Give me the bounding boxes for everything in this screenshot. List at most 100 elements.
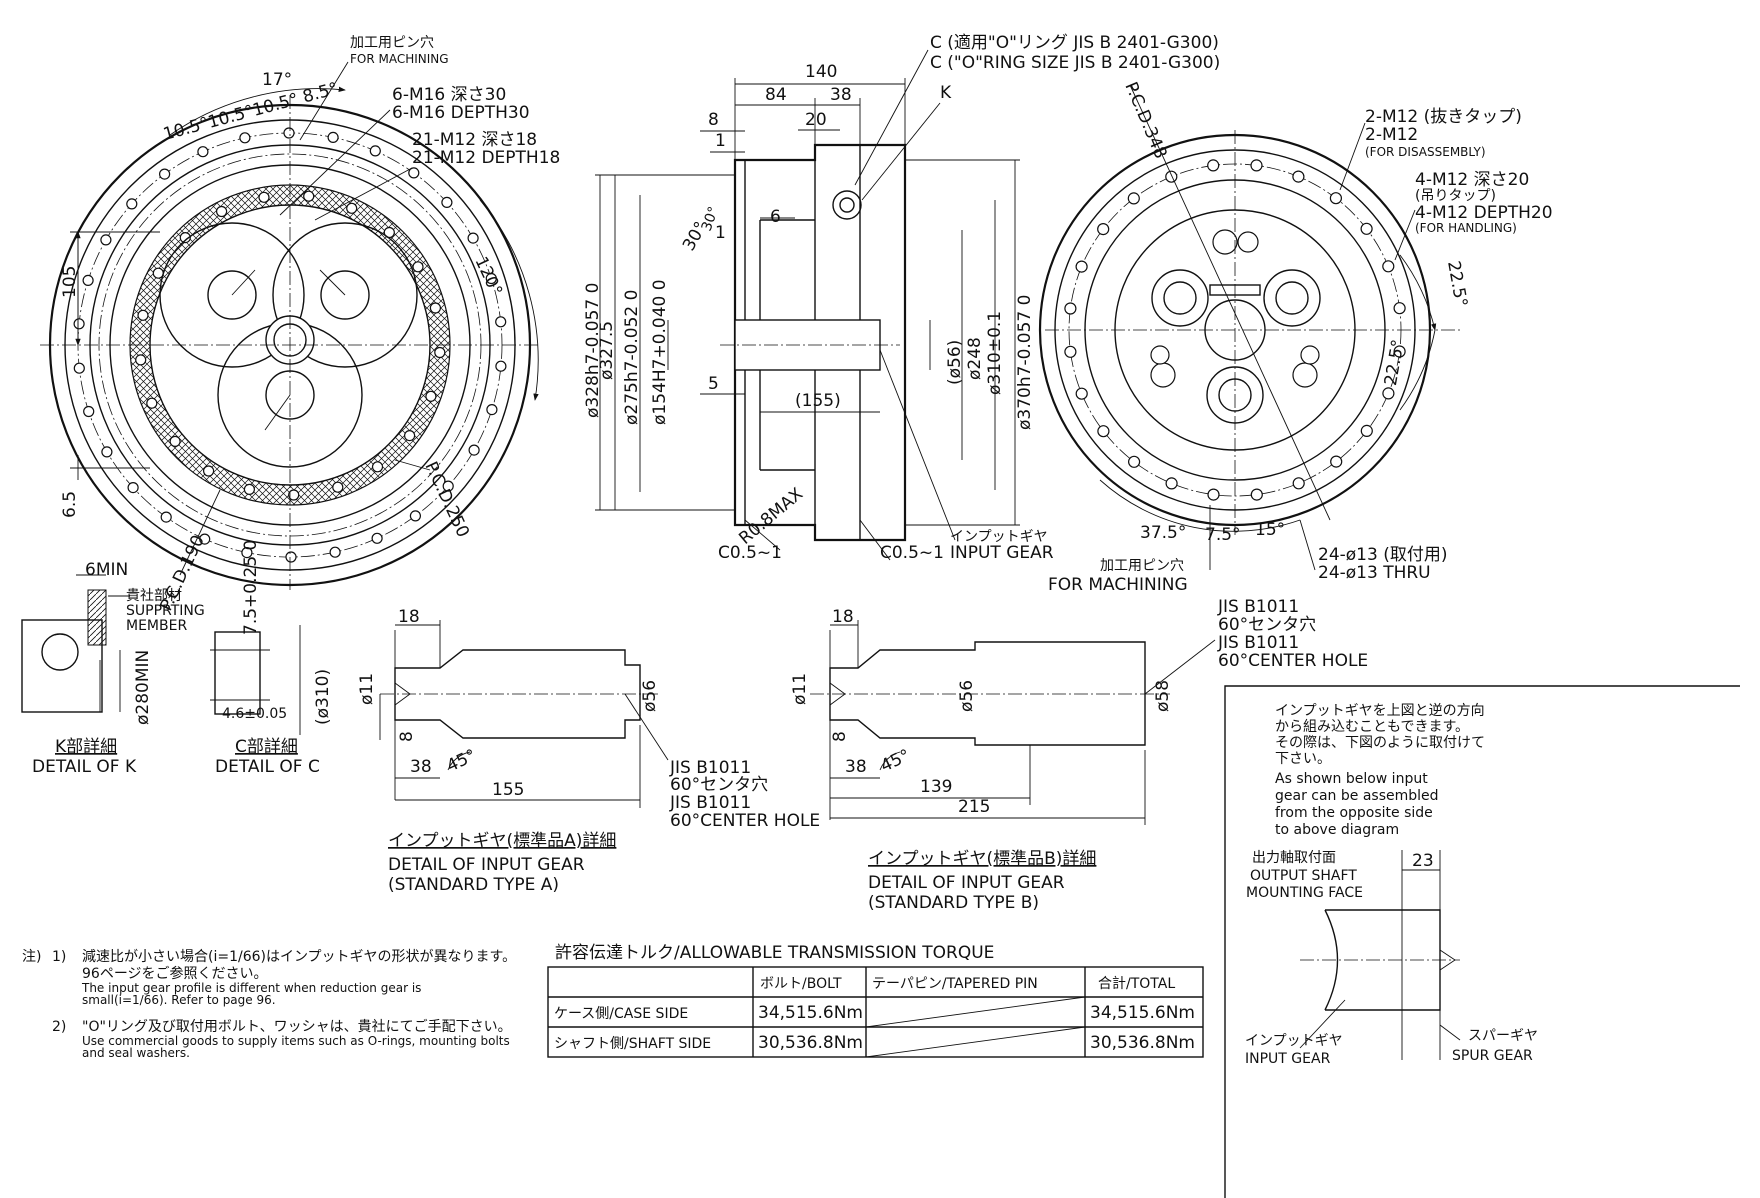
angle-15: 15° bbox=[1255, 520, 1285, 540]
bolt-hole bbox=[197, 146, 209, 158]
bolt-hole bbox=[1393, 345, 1406, 358]
gear-a-jis2-en: 60°CENTER HOLE bbox=[670, 811, 820, 831]
machining-jp: 加工用ピン穴 bbox=[1100, 558, 1184, 574]
bolt-hole bbox=[241, 546, 253, 559]
row-case-total: 34,515.6Nm bbox=[1090, 1003, 1195, 1023]
dim-155: (155) bbox=[795, 391, 841, 411]
gear-b-labels: 18 ø11 8 38 45° ø56 ø58 139 215 JIS B101… bbox=[790, 597, 1368, 913]
dim-7-5: 7.5+0.25 0 bbox=[241, 540, 261, 635]
member-en1: SUPPRTING bbox=[126, 603, 205, 619]
bolt-hole bbox=[82, 274, 94, 286]
m16-jp: 6-M16 深さ30 bbox=[392, 85, 506, 105]
dim-8: 8 bbox=[708, 110, 719, 130]
notes: 注) 1) 減速比が小さい場合(i=1/66)はインプットギヤの形状が異なります… bbox=[22, 948, 516, 1060]
gear-b-45: 45° bbox=[878, 746, 914, 777]
bolt-hole bbox=[135, 354, 147, 366]
gear-b-8: 8 bbox=[830, 731, 850, 742]
note2-jp: "O"リング及び取付用ボルト、ワッシャは、貴社にてご手配下さい。 bbox=[82, 1019, 512, 1035]
m12-hand-en: 4-M12 DEPTH20 bbox=[1415, 203, 1553, 223]
note1-jp2: 96ページをご参照ください。 bbox=[82, 965, 268, 982]
bolt-hole bbox=[288, 489, 300, 501]
bolt-hole bbox=[1360, 424, 1373, 437]
bolt-hole bbox=[1075, 260, 1088, 273]
note2-en2: and seal washers. bbox=[82, 1046, 190, 1060]
detail-k-labels: 6MIN 貴社部材 SUPPRTING MEMBER ø280MIN K部詳細 … bbox=[32, 560, 205, 777]
gear-a-d11: ø11 bbox=[357, 673, 377, 705]
bolt-hole bbox=[412, 261, 424, 273]
bolt-hole bbox=[408, 167, 420, 179]
bolt-hole bbox=[199, 533, 211, 545]
machining-en: FOR MACHINING bbox=[1048, 575, 1188, 595]
d56: (ø56) bbox=[945, 340, 965, 385]
machining-hole-en: FOR MACHINING bbox=[350, 52, 449, 66]
side-en4: to above diagram bbox=[1275, 822, 1399, 838]
gear-b-d56: ø56 bbox=[957, 680, 977, 712]
d275: ø275h7-0.052 0 bbox=[622, 290, 642, 425]
gear-a-jis1: JIS B1011 bbox=[669, 758, 751, 778]
gear-a-38: 38 bbox=[410, 757, 432, 777]
front-bolt-holes bbox=[73, 127, 507, 563]
note2-num: 2) bbox=[52, 1019, 66, 1035]
c05-right: C0.5~1 bbox=[880, 543, 944, 563]
angle-30b: 30° bbox=[699, 205, 723, 234]
gear-b-jis2: JIS B1011 bbox=[1217, 633, 1299, 653]
planet-gear-2 bbox=[272, 222, 418, 368]
section-view bbox=[595, 49, 1020, 561]
note1-en1: The input gear profile is different when… bbox=[81, 981, 421, 995]
gear-a-title-jp: インプットギヤ(標準品A)詳細 bbox=[388, 831, 616, 851]
input-gear-en: INPUT GEAR bbox=[950, 543, 1054, 563]
dim-4-6: 4.6±0.05 bbox=[222, 706, 287, 722]
d328: ø328h7-0.057 0 bbox=[583, 283, 603, 418]
bolt-hole bbox=[303, 190, 315, 202]
detail-k-title-jp: K部詳細 bbox=[55, 737, 117, 757]
bolt-hole bbox=[1075, 387, 1088, 400]
front-view bbox=[40, 61, 540, 590]
detail-c-title-jp: C部詳細 bbox=[235, 737, 298, 757]
spur-en: SPUR GEAR bbox=[1452, 1048, 1533, 1064]
torque-title: 許容伝達トルク/ALLOWABLE TRANSMISSION TORQUE bbox=[555, 943, 994, 963]
gear-b-jis1-jp: 60°センタ穴 bbox=[1218, 615, 1316, 635]
pcd-348: P.C.D.348 bbox=[1120, 79, 1170, 162]
rear-bolt-holes bbox=[1064, 159, 1406, 501]
detail-c bbox=[210, 625, 301, 735]
bolt-hole bbox=[239, 132, 251, 144]
d310: ø310±0.1 bbox=[985, 311, 1005, 395]
bolt-hole bbox=[404, 430, 416, 442]
bolt-hole bbox=[1127, 455, 1141, 468]
notes-prefix: 注) bbox=[22, 949, 41, 965]
angle-22-5a: 22.5° bbox=[1443, 259, 1471, 308]
gear-b-jis2-en: 60°CENTER HOLE bbox=[1218, 651, 1368, 671]
detail-c-labels: 7.5+0.25 0 (ø310) 4.6±0.05 C部詳細 DETAIL O… bbox=[215, 540, 333, 777]
bolt-hole bbox=[441, 196, 453, 208]
bolt-hole bbox=[1207, 159, 1220, 172]
d370: ø370h7-0.057 0 bbox=[1015, 295, 1035, 430]
bolt-hole bbox=[332, 481, 344, 493]
member-en2: MEMBER bbox=[126, 618, 187, 634]
bolt-hole bbox=[1382, 260, 1395, 273]
m16-en: 6-M16 DEPTH30 bbox=[392, 103, 530, 123]
gear-a-d56: ø56 bbox=[640, 680, 660, 712]
row-case-label: ケース側/CASE SIDE bbox=[554, 1006, 688, 1022]
bolt-hole bbox=[73, 318, 85, 330]
bolt-hole bbox=[258, 191, 270, 203]
gear-a-8: 8 bbox=[397, 731, 417, 742]
bolt-hole bbox=[127, 482, 139, 494]
bolt-hole bbox=[159, 168, 171, 180]
note1-jp1: 減速比が小さい場合(i=1/66)はインプットギヤの形状が異なります。 bbox=[82, 948, 516, 965]
dim-6: 6 bbox=[770, 207, 781, 227]
bolt-hole bbox=[169, 435, 181, 447]
bolt-hole bbox=[429, 302, 441, 314]
bolt-hole bbox=[1097, 223, 1110, 236]
gear-a-labels: 18 ø11 8 38 45° ø56 155 JIS B1011 60°センタ… bbox=[357, 607, 820, 895]
planet-gear-1 bbox=[159, 222, 305, 368]
gear-a-title-en2: (STANDARD TYPE A) bbox=[388, 875, 559, 895]
side-jp1: インプットギヤを上図と逆の方向 bbox=[1275, 703, 1485, 719]
bolt-hole bbox=[371, 461, 384, 473]
bolt-hole bbox=[1064, 302, 1077, 315]
bolt-hole bbox=[327, 131, 339, 143]
dim-5: 5 bbox=[708, 374, 719, 394]
bolt-hole bbox=[467, 232, 479, 244]
dim-84: 84 bbox=[765, 85, 787, 105]
bolt-hole bbox=[285, 551, 297, 563]
bolt-hole bbox=[1127, 192, 1140, 205]
